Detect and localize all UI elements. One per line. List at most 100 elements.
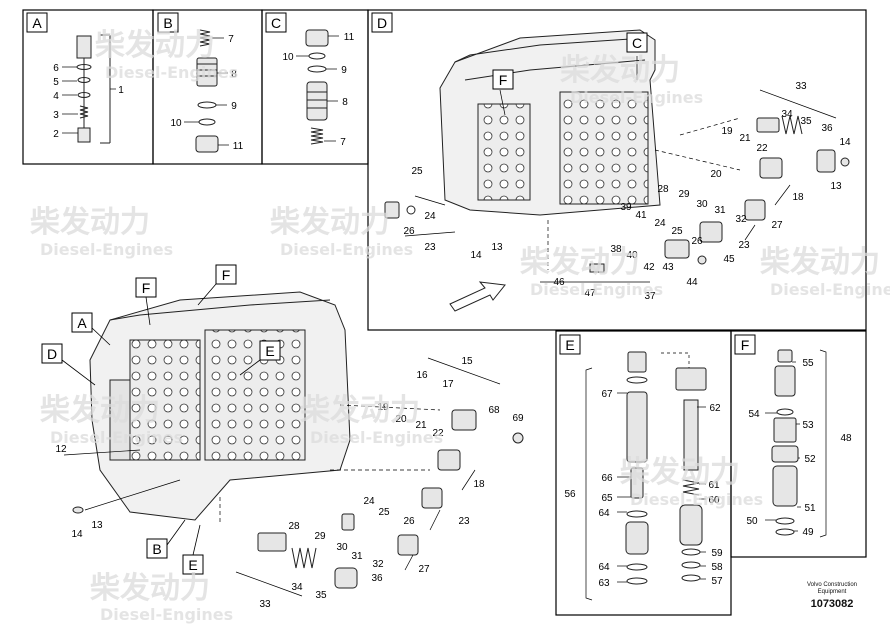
part-number: 23 <box>458 516 470 527</box>
part-number: 20 <box>395 414 407 425</box>
part-number: 38 <box>610 244 622 255</box>
part-number: 15 <box>461 356 473 367</box>
part-number: 65 <box>601 493 613 504</box>
callout-label: F <box>499 72 508 88</box>
part-number: 9 <box>231 101 237 112</box>
part-number: 27 <box>771 220 783 231</box>
part-number: 22 <box>756 143 768 154</box>
part-number: 25 <box>671 226 683 237</box>
panel-a-numbers: 6 5 4 3 2 1 <box>53 63 124 140</box>
part-number: 19 <box>377 402 389 413</box>
watermark-cn: 柴发动力 <box>30 205 150 240</box>
watermark-en: Diesel-Engines <box>100 605 233 624</box>
main-numbers: 15 16 17 68 69 19 20 21 22 12 18 24 25 2… <box>55 356 524 610</box>
watermark-cn: 柴发动力 <box>620 455 740 490</box>
part-number: 11 <box>344 32 355 43</box>
part-number: 28 <box>657 184 669 195</box>
section-e-label: E <box>565 337 574 353</box>
main-leaders <box>63 357 501 597</box>
panel-f-leaders <box>765 349 827 538</box>
part-number: 30 <box>696 199 708 210</box>
part-number: 1 <box>118 85 124 96</box>
part-number: 24 <box>424 211 436 222</box>
part-number: 53 <box>802 420 814 431</box>
watermark-cn: 柴发动力 <box>300 393 420 428</box>
panel-d-callouts: F C <box>492 32 648 90</box>
part-number: 30 <box>336 542 348 553</box>
part-number: 61 <box>708 480 720 491</box>
part-number: 48 <box>840 433 852 444</box>
callout-label: F <box>142 280 151 296</box>
section-c-label: C <box>271 15 281 31</box>
part-number: 51 <box>804 503 816 514</box>
part-number: 35 <box>315 590 327 601</box>
part-number: 7 <box>228 34 234 45</box>
part-number: 31 <box>714 205 726 216</box>
part-number: 13 <box>91 520 103 531</box>
watermark-en: Diesel-Engines <box>105 63 238 82</box>
part-number: 34 <box>781 109 793 120</box>
main-components <box>72 409 524 589</box>
part-number: 62 <box>709 403 721 414</box>
watermark-en: Diesel-Engines <box>770 280 890 299</box>
callout-label: C <box>632 35 642 51</box>
watermark-en: Diesel-Engines <box>280 240 413 259</box>
watermark-en: Diesel-Engines <box>530 280 663 299</box>
panel-d-frame <box>367 9 867 331</box>
watermark-cn: 柴发动力 <box>95 28 215 63</box>
part-number: 63 <box>598 578 610 589</box>
watermark-en: Diesel-Engines <box>40 240 173 259</box>
panel-a-leaders <box>62 66 116 134</box>
panel-frames <box>22 9 867 616</box>
part-number: 27 <box>418 564 430 575</box>
part-number: 17 <box>442 379 454 390</box>
part-number: 52 <box>804 454 816 465</box>
part-number: 14 <box>839 137 851 148</box>
part-number: 68 <box>488 405 500 416</box>
part-number: 5 <box>53 77 59 88</box>
part-number: 24 <box>363 496 375 507</box>
part-number: 43 <box>662 262 674 273</box>
part-number: 26 <box>691 236 703 247</box>
document-number: 1073082 <box>810 598 854 610</box>
callout-label: A <box>77 315 87 331</box>
part-number: 29 <box>314 531 326 542</box>
part-number: 8 <box>342 97 348 108</box>
part-number: 37 <box>644 291 656 302</box>
panel-e-drawing <box>625 351 707 585</box>
part-number: 16 <box>416 370 428 381</box>
part-number: 2 <box>53 129 59 140</box>
panel-e-numbers: 67 62 66 61 60 65 64 56 64 63 59 58 57 <box>564 389 723 589</box>
panel-c-numbers: 11 10 9 8 7 <box>282 32 354 148</box>
panel-e-leaders <box>585 352 706 601</box>
panel-d-leaders <box>404 56 837 283</box>
part-number: 45 <box>723 254 735 265</box>
section-d-label: D <box>377 15 387 31</box>
part-number: 46 <box>553 277 565 288</box>
part-number: 54 <box>748 409 760 420</box>
part-number: 4 <box>53 91 59 102</box>
part-number: 36 <box>371 573 383 584</box>
panel-d-numbers: 33 34 35 36 14 13 19 21 22 20 18 25 24 2… <box>403 81 851 302</box>
watermark-en: Diesel-Engines <box>50 428 183 447</box>
part-number: 28 <box>288 521 300 532</box>
section-a-label: A <box>32 15 42 31</box>
part-number: 31 <box>351 551 363 562</box>
company-name: Volvo Construction Equipment <box>782 582 882 596</box>
part-number: 44 <box>686 277 698 288</box>
part-number: 34 <box>291 582 303 593</box>
part-number: 12 <box>55 444 67 455</box>
main-callouts: D A F F E B E <box>41 264 281 575</box>
part-number: 18 <box>792 192 804 203</box>
part-number: 13 <box>491 242 503 253</box>
panel-d-components <box>384 115 850 312</box>
part-number: 23 <box>424 242 436 253</box>
company-line-2: Equipment <box>817 589 847 595</box>
part-number: 21 <box>739 133 751 144</box>
callout-label: B <box>152 541 161 557</box>
part-number: 24 <box>654 218 666 229</box>
part-number: 18 <box>473 479 485 490</box>
part-number: 26 <box>403 516 415 527</box>
part-number: 36 <box>821 123 833 134</box>
part-number: 58 <box>711 562 723 573</box>
